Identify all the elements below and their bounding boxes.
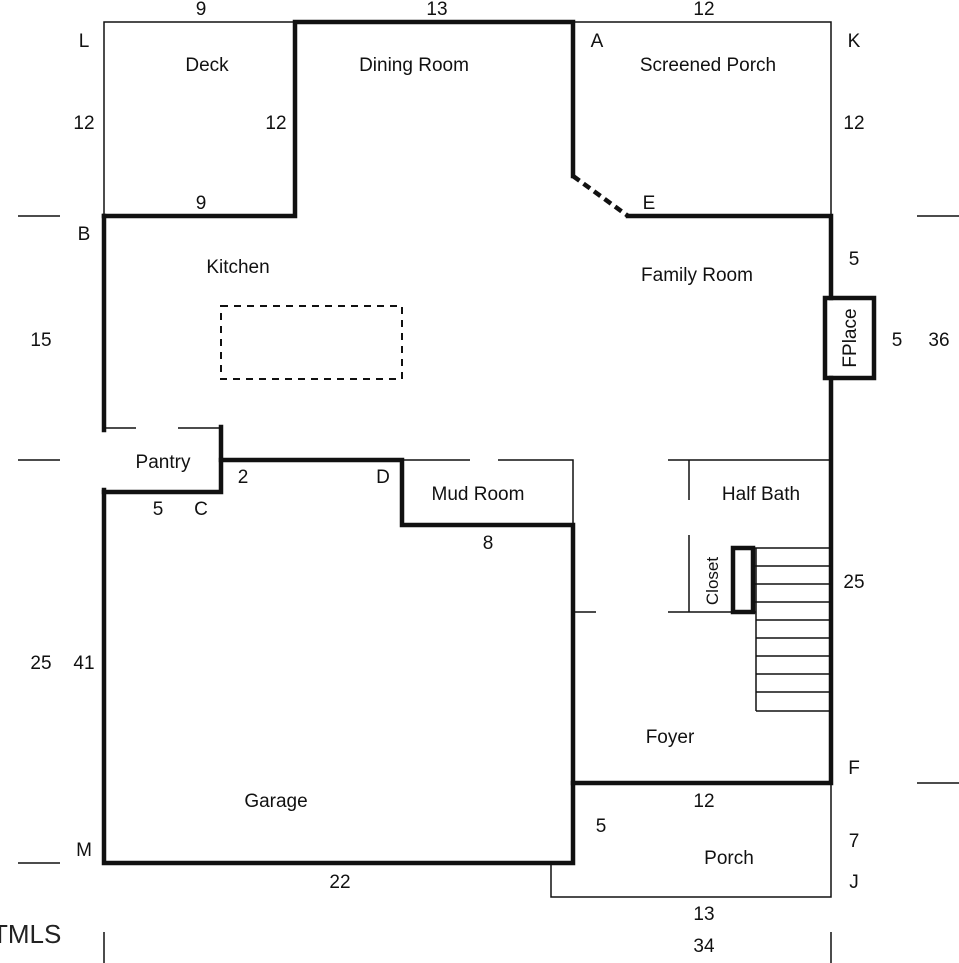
dim-top-deck: 9 [196,0,207,20]
stair-rail [730,545,756,615]
point-label-k: K [848,31,861,52]
deck-dining-outer-wall [101,19,576,219]
dim-pantry-bottom: 5 [153,499,164,520]
point-label-j: J [849,872,859,893]
room-label-porch: Porch [704,848,754,869]
room-label-deck: Deck [185,55,229,76]
dim-porch-bottom: 13 [693,904,714,925]
room-label-kitchen: Kitchen [206,257,269,278]
dim-overall-right: 36 [928,330,949,351]
dimension-ticks [18,215,959,963]
dim-porch-right: 7 [849,831,860,852]
room-label-half-bath: Half Bath [722,484,800,505]
dim-kitchen-left: 15 [30,330,51,351]
room-label-dining-room: Dining Room [359,55,469,76]
dim-garage-bottom: 22 [329,872,350,893]
point-label-a: A [591,31,604,52]
room-label-family-room: Family Room [641,265,753,286]
room-label-mud-room: Mud Room [432,484,525,505]
room-label-screened-porch: Screened Porch [640,55,776,76]
dim-deck-bottom: 9 [196,193,207,214]
room-label-pantry: Pantry [136,452,191,473]
dim-deck-left: 12 [73,113,94,134]
dim-mud-room-bottom: 8 [483,533,494,554]
dim-screened-right: 12 [843,113,864,134]
dim-deck-right: 12 [265,113,286,134]
dim-garage-left-a: 25 [30,653,51,674]
room-label-garage: Garage [244,791,307,812]
room-label-foyer: Foyer [646,727,695,748]
fireplace-box [822,295,877,381]
point-label-f: F [848,758,860,779]
point-label-e: E [643,193,656,214]
room-label-closet: Closet [703,557,722,605]
dim-porch-top: 12 [693,791,714,812]
point-label-m: M [76,840,92,861]
mud-room-top-wall [402,459,574,525]
pantry-bottom-wall [101,457,224,495]
dim-family-right: 5 [849,249,860,270]
dim-stairs-right: 25 [843,572,864,593]
corner-angled-wall [571,174,630,218]
point-label-l: L [79,31,90,52]
room-label-fireplace: FPlace [840,308,861,367]
family-room-right-wall [570,375,834,786]
porch-outline [550,783,832,898]
point-label-b: B [78,224,91,245]
garage-left-wall [101,424,576,866]
dim-overall-bottom: 34 [693,936,715,957]
screened-porch-outline [573,21,832,216]
point-label-c: C [194,499,208,520]
dim-garage-left-b: 41 [73,653,94,674]
dim-top-dining: 13 [426,0,447,20]
point-label-d: D [376,467,390,488]
kitchen-island [220,305,403,380]
foyer-left-wall [572,611,596,783]
deck-outline [103,21,295,216]
dim-top-screened: 12 [693,0,714,20]
dim-porch-left: 5 [596,816,607,837]
dim-fireplace: 5 [892,330,903,351]
watermark: TMLS [0,919,61,949]
stairs [730,545,831,712]
half-bath-wall [668,459,831,500]
dim-pantry-offset: 2 [238,467,249,488]
